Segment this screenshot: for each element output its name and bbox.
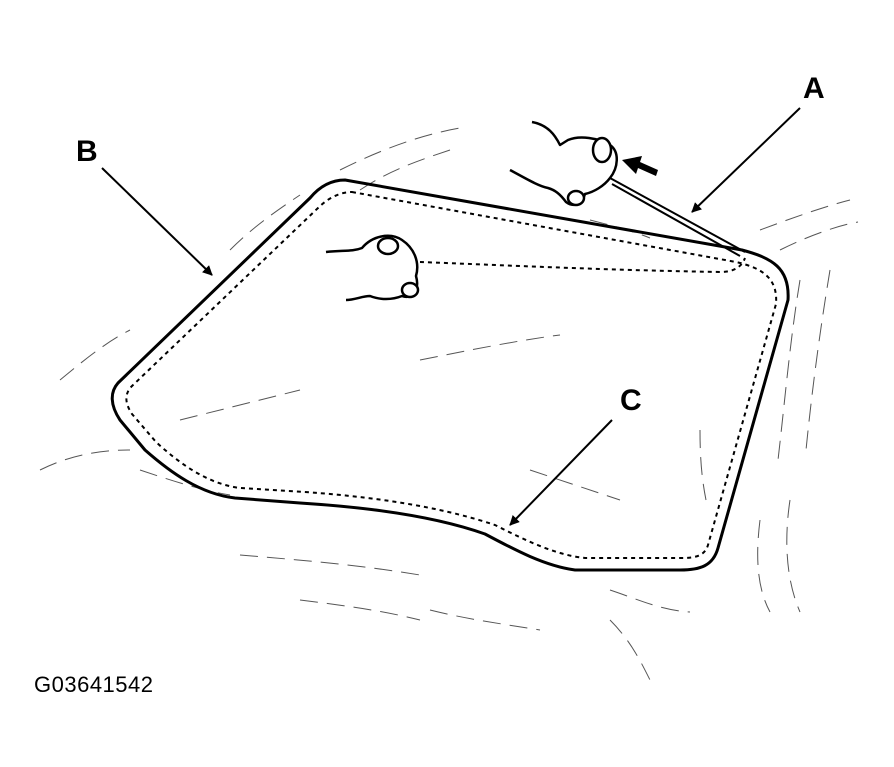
cutting-wire-return [611,183,741,257]
leader-line-a [691,107,801,213]
inner-dotted-line [125,190,778,559]
figure-code: G03641542 [34,672,154,697]
cut-path-dotted [419,257,746,274]
leader-line-c [509,419,613,526]
windshield-glass-outline [110,178,790,572]
callout-label-a: A [803,72,825,105]
callout-label-c: C [620,384,642,417]
pull-direction-arrow [622,156,658,176]
callout-label-b: B [76,135,98,168]
leader-line-b [101,167,213,276]
car-body-lines [39,127,859,681]
upper-hand [509,120,618,207]
lower-hand [325,234,420,302]
cutting-wire [609,177,746,253]
